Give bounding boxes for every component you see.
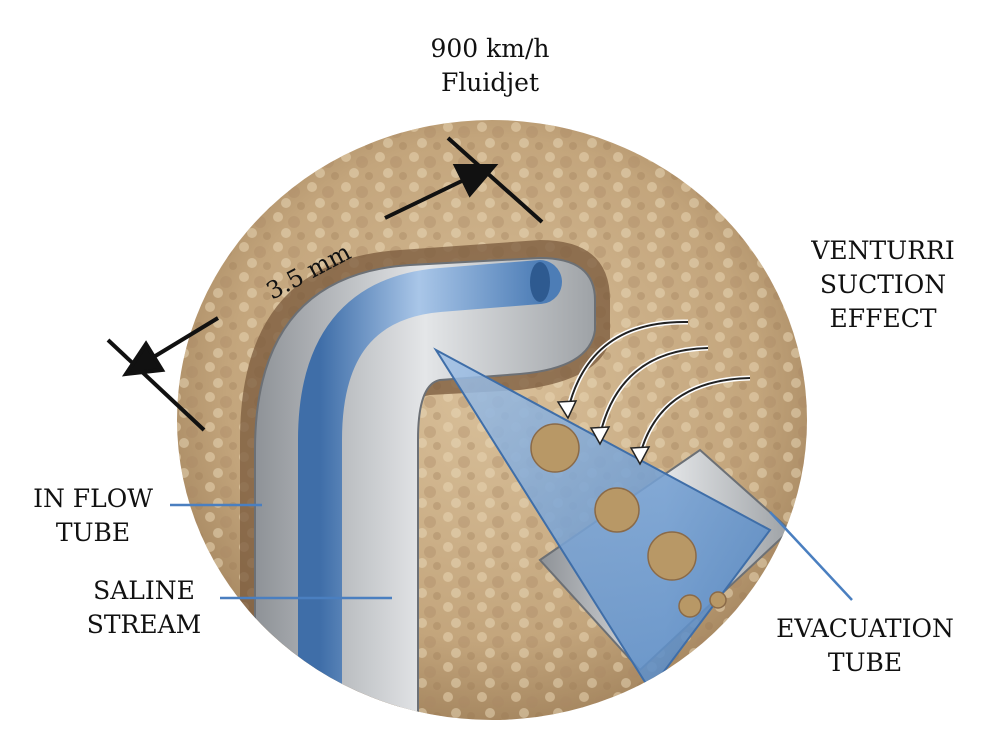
tissue-debris: [530, 423, 727, 618]
dimension-arrow-top: [384, 176, 469, 220]
saline-line1: SALINE: [93, 576, 195, 605]
dimension-markers: [106, 136, 544, 432]
saline-line2: STREAM: [86, 610, 202, 639]
fluidjet-name: Fluidjet: [440, 68, 540, 97]
inflow-line2: TUBE: [55, 518, 131, 547]
saline-stream: [298, 260, 562, 720]
leader-evacuation: [769, 511, 853, 601]
dimension-arrowhead-bottom: [121, 340, 166, 377]
inflow-tube-label: IN FLOW TUBE: [28, 482, 158, 550]
venturri-label: VENTURRI SUCTION EFFECT: [808, 234, 958, 336]
evacuation-line1: EVACUATION: [776, 614, 954, 643]
venturri-line3: EFFECT: [829, 304, 937, 333]
venturri-line2: SUCTION: [819, 270, 947, 299]
suction-arrows-outline: [567, 320, 751, 456]
jet-nozzle: [530, 262, 550, 302]
fluidjet-speed: 900 km/h: [430, 34, 550, 63]
fluidjet-label: 900 km/h Fluidjet: [410, 32, 570, 100]
suction-arrowheads: [556, 400, 651, 466]
dimension-tick-top: [446, 136, 544, 224]
leader-lines: [170, 503, 853, 601]
dimension-arrowhead-top: [452, 164, 499, 198]
evacuation-line2: TUBE: [827, 648, 903, 677]
evacuation-tube-label: EVACUATION TUBE: [770, 612, 960, 680]
saline-stream-label: SALINE STREAM: [84, 574, 204, 642]
dimension-tick-bottom: [106, 338, 206, 432]
venturri-line1: VENTURRI: [811, 236, 955, 265]
dimension-arrow-bottom: [150, 316, 220, 360]
inflow-line1: IN FLOW: [33, 484, 153, 513]
